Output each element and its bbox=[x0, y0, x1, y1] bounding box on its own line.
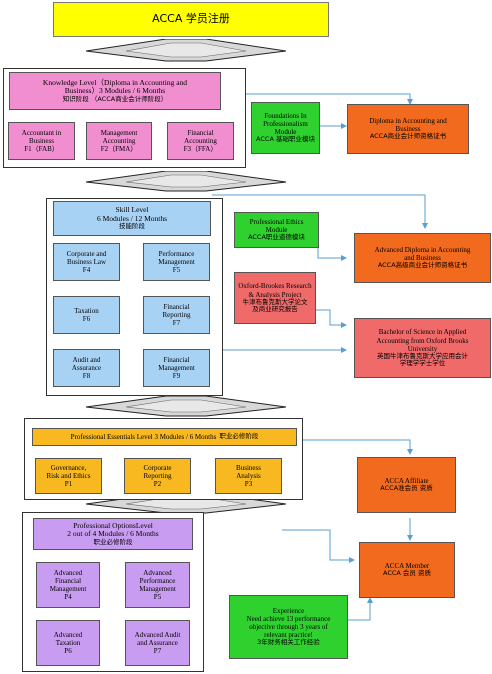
module-p7: Advanced Audit and Assurance P7 bbox=[125, 620, 190, 666]
module-f8: Audit and Assurance F8 bbox=[53, 349, 120, 387]
diploma-box: Diploma in Accounting and Business ACCA商… bbox=[347, 104, 469, 154]
options-level-header: Professional OptionsLevel 2 out of 4 Mod… bbox=[33, 518, 193, 550]
module-p4: Advanced Financial Management P4 bbox=[36, 562, 100, 608]
foundations-module-box: Foundations In Professionalism Module AC… bbox=[251, 102, 320, 154]
bachelor-degree-box: Bachelor of Science in Applied Accountin… bbox=[354, 318, 491, 378]
module-p2: Corporate Reporting P2 bbox=[124, 458, 191, 494]
ethics-module-box: Professional Ethics Module ACCA职业道德模块 bbox=[234, 212, 319, 248]
knowledge-level-header: Knowledge Level（Diploma in Accounting an… bbox=[9, 72, 221, 110]
chevron-down-icon bbox=[86, 39, 286, 62]
oxford-project-box: Oxford-Brookes Research & Analysis Proje… bbox=[234, 272, 316, 324]
title-box: ACCA 学员注册 bbox=[53, 2, 329, 37]
module-f3: Financial Accounting F3（FFA） bbox=[167, 122, 234, 160]
module-p6: Advanced Taxation P6 bbox=[36, 620, 100, 666]
experience-box: Experience Need achieve 13 performance o… bbox=[229, 595, 348, 659]
module-p3: Business Analysis P3 bbox=[215, 458, 282, 494]
skill-level-header: Skill Level 6 Modules / 12 Months 技能阶段 bbox=[53, 201, 211, 236]
chevron-down-icon bbox=[86, 171, 286, 192]
advanced-diploma-box: Advanced Diploma in Accounting and Busin… bbox=[354, 233, 491, 283]
module-f6: Taxation F6 bbox=[53, 296, 120, 334]
page-title: ACCA 学员注册 bbox=[152, 12, 230, 26]
module-p5: Advanced Performance Management P5 bbox=[125, 562, 190, 608]
module-f9: Financial Management F9 bbox=[143, 349, 210, 387]
essentials-level-header: Professional Essentials Level 3 Modules … bbox=[32, 428, 297, 446]
acca-affiliate-box: ACCA Affiliate ACCA准会员 资质 bbox=[357, 457, 456, 513]
module-f7: Financial Reporting F7 bbox=[143, 296, 210, 334]
module-f1: Accountant in Business F1（FAB） bbox=[8, 122, 75, 160]
acca-member-box: ACCA Member ACCA 会员 资质 bbox=[359, 542, 455, 598]
module-p1: Governance, Risk and Ethics P1 bbox=[35, 458, 102, 494]
module-f5: Performance Management F5 bbox=[143, 243, 210, 281]
module-f4: Corporate and Business Law F4 bbox=[53, 243, 120, 281]
module-f2: Management Accounting F2（FMA） bbox=[86, 122, 152, 160]
chevron-down-icon bbox=[86, 396, 286, 417]
